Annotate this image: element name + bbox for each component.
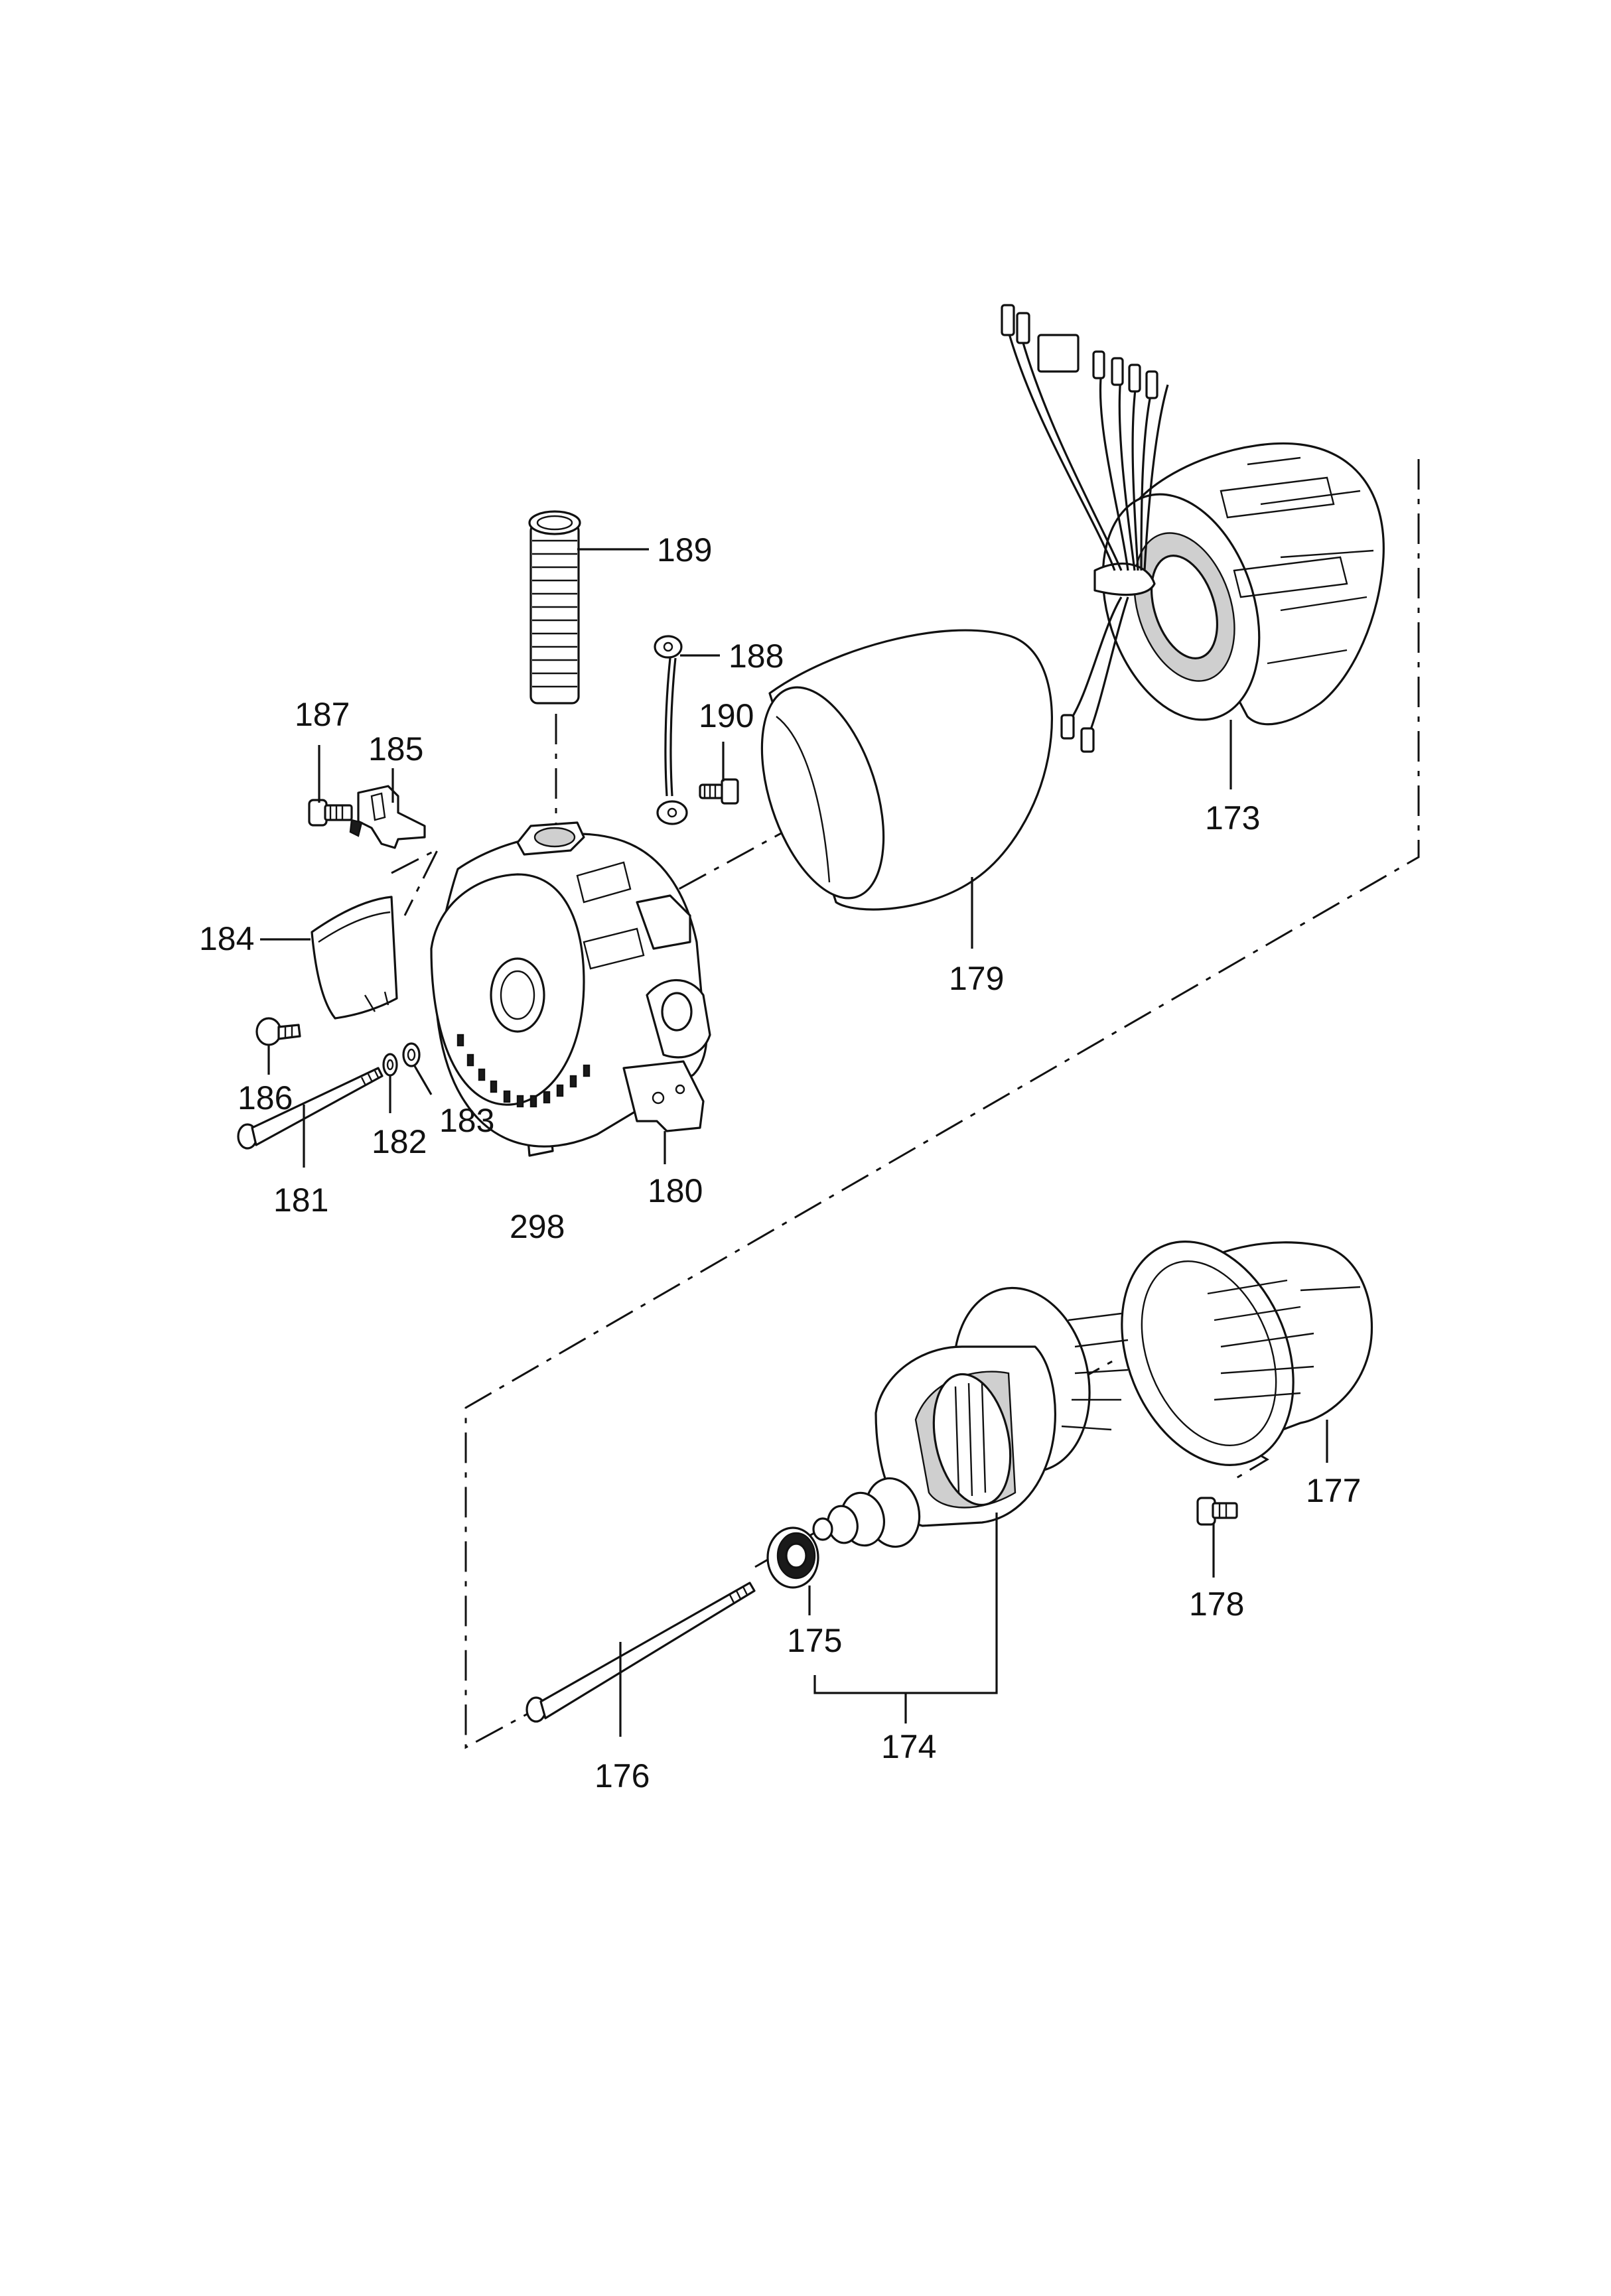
part-182-washer <box>382 1053 398 1077</box>
callout-177: 177 <box>1306 1472 1361 1509</box>
callout-186: 186 <box>238 1079 293 1116</box>
callout-labels: 173 174 175 176 177 178 179 180 181 182 … <box>199 531 1361 1794</box>
callout-187: 187 <box>295 696 350 733</box>
part-173-stator <box>1001 304 1385 753</box>
callout-188: 188 <box>729 638 784 675</box>
part-177-fan-housing <box>1121 1241 1373 1466</box>
callout-190: 190 <box>699 697 754 734</box>
part-186-screw <box>255 1017 301 1046</box>
callout-185: 185 <box>368 730 423 768</box>
callout-180: 180 <box>648 1172 703 1209</box>
callout-174: 174 <box>881 1728 936 1765</box>
part-187-screw <box>308 799 353 827</box>
part-185-bracket <box>349 785 426 849</box>
part-176-through-bolt <box>525 1582 756 1723</box>
part-190-screw <box>699 778 739 805</box>
part-178-screw <box>1196 1497 1238 1526</box>
callout-176: 176 <box>595 1757 650 1794</box>
part-189-sleeve <box>528 510 581 705</box>
part-175-bearing <box>766 1526 819 1589</box>
callout-182: 182 <box>372 1123 427 1160</box>
callout-183: 183 <box>439 1102 494 1139</box>
part-180-end-bracket <box>430 821 711 1148</box>
callout-189: 189 <box>657 531 712 569</box>
part-179-cylinder-cover <box>760 629 1053 911</box>
part-174-rotor <box>812 1286 1129 1548</box>
callout-178: 178 <box>1189 1586 1244 1623</box>
callout-173: 173 <box>1205 799 1260 837</box>
part-183-washer <box>402 1042 421 1067</box>
leader-lines <box>260 548 1328 1737</box>
callout-184: 184 <box>199 920 254 957</box>
part-181-bolt <box>237 1067 384 1150</box>
callout-175: 175 <box>787 1622 842 1659</box>
callout-181: 181 <box>273 1182 328 1219</box>
callout-179: 179 <box>949 960 1004 997</box>
part-184-cover <box>311 896 398 1020</box>
callout-298: 298 <box>510 1208 565 1245</box>
part-188-ground-lead <box>654 635 688 825</box>
